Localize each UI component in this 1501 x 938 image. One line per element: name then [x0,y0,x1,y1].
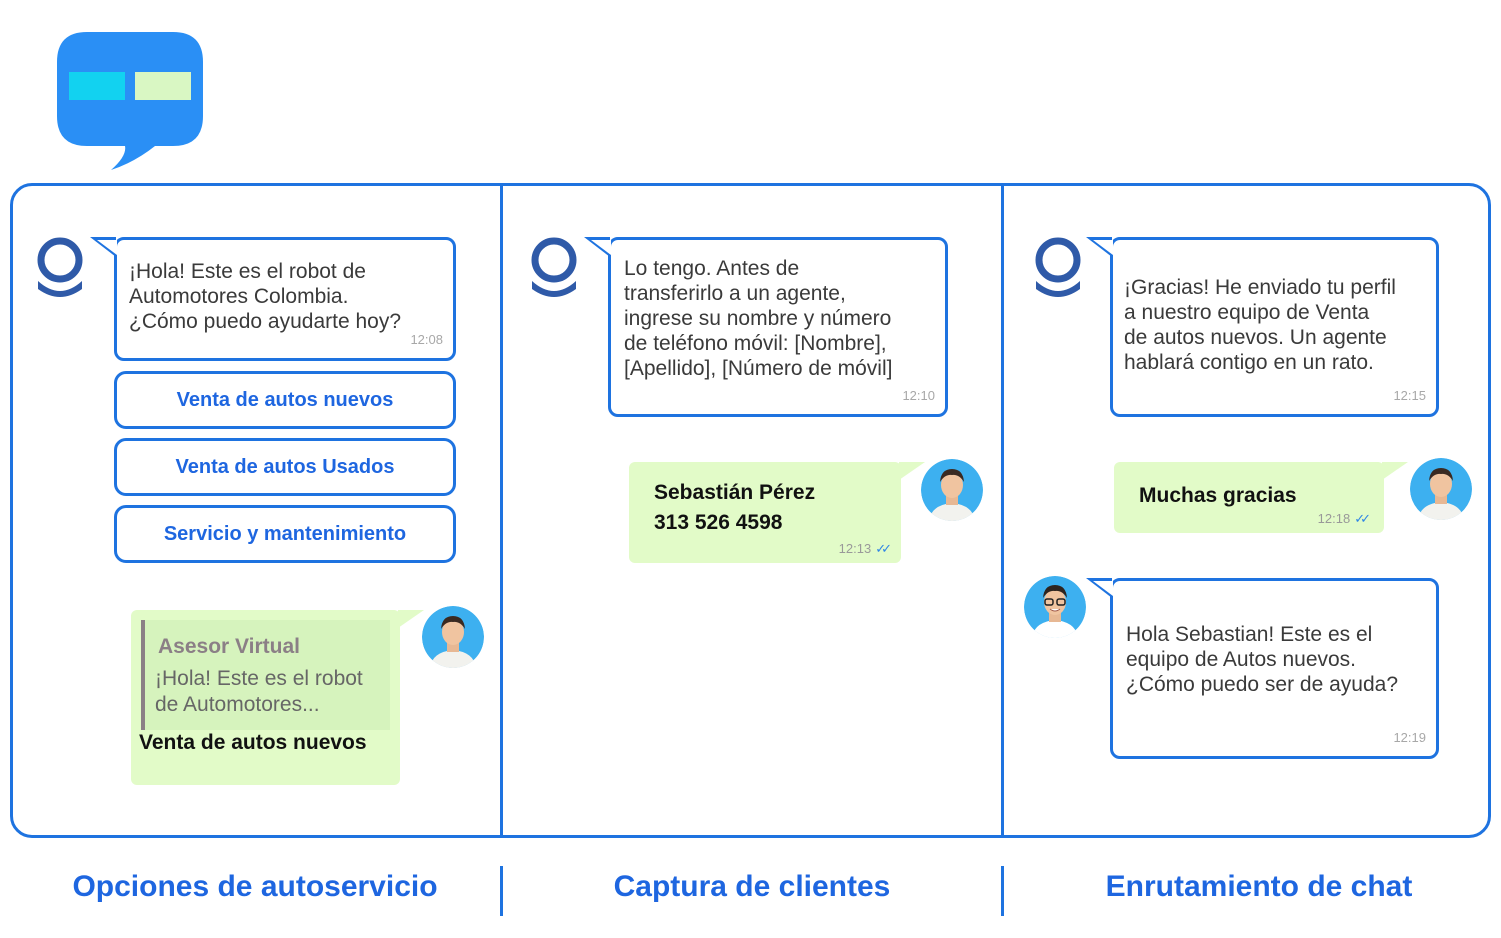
bot-message: Lo tengo. Antes de transferirlo a un age… [584,237,948,417]
option-used-cars-button[interactable]: Venta de autos Usados [114,438,456,496]
label-self-service: Opciones de autoservicio [72,870,438,903]
chat-logo-icon [57,32,203,170]
read-check-icon: ✓✓ [1354,511,1371,526]
user-avatar [921,459,983,521]
user-thanks-message: Muchas gracias 12:18✓✓ [1114,462,1408,533]
label-chat-routing: Enrutamiento de chat [1105,870,1413,903]
bot-avatar-icon [1035,237,1081,297]
user-avatar [422,606,484,668]
quoted-message: Asesor Virtual ¡Hola! Este es el robot d… [141,620,390,730]
bot-avatar-icon [531,237,577,297]
chat-panels-frame [10,183,1491,838]
bot-avatar-icon [37,237,83,297]
user-reply-message: Asesor Virtual ¡Hola! Este es el robot d… [131,610,424,785]
option-new-cars-button[interactable]: Venta de autos nuevos [114,371,456,429]
read-check-icon: ✓✓ [875,541,892,556]
label-divider [1001,866,1004,916]
panel-divider [1001,183,1004,838]
bot-message: ¡Hola! Este es el robot de Automotores C… [90,237,456,361]
user-contact-message: Sebastián Pérez 313 526 4598 12:13✓✓ [629,462,925,563]
agent-message: Hola Sebastian! Este es el equipo de Aut… [1086,578,1439,759]
bot-message: ¡Gracias! He enviado tu perfil a nuestro… [1086,237,1439,417]
label-customer-capture: Captura de clientes [613,870,891,903]
agent-avatar [1024,576,1086,638]
user-avatar [1410,458,1472,520]
option-service-button[interactable]: Servicio y mantenimiento [114,505,456,563]
label-divider [500,866,503,916]
panel-divider [500,183,503,838]
